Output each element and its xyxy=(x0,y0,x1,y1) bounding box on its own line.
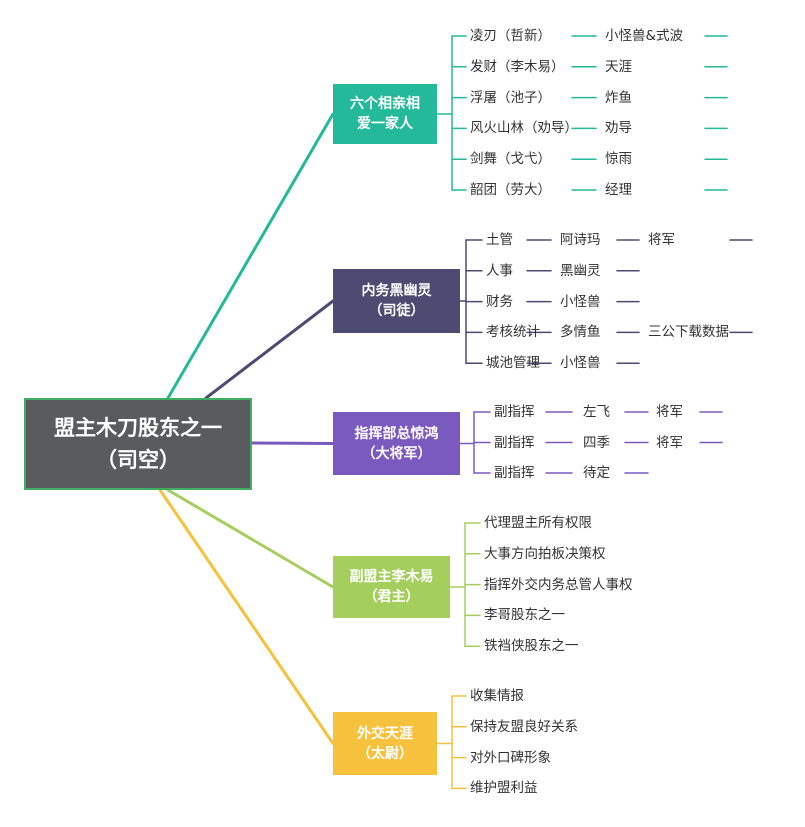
leaf-label[interactable]: 左飞 xyxy=(583,404,610,420)
leaf-label[interactable]: 副指挥 xyxy=(494,404,535,420)
root-branch-link xyxy=(166,488,335,589)
leaf-label[interactable]: 小怪兽&式波 xyxy=(605,28,684,44)
root-node-title: 盟主木刀股东之一 xyxy=(54,416,222,440)
branch-node-title: 外交天涯 xyxy=(357,725,413,742)
branch-node-subtitle: 爱一家人 xyxy=(357,116,413,132)
root-branch-link xyxy=(158,488,335,745)
branch-node-title: 指挥部总惊鸿 xyxy=(354,425,439,442)
branch-node-title: 副盟主李木易 xyxy=(349,569,434,585)
leaf-label[interactable]: 副指挥 xyxy=(494,465,535,481)
root-node[interactable]: 盟主木刀股东之一 （司空） xyxy=(24,398,252,490)
leaf-label[interactable]: 李哥股东之一 xyxy=(484,607,565,624)
branch-node-subtitle: （大将军） xyxy=(361,445,432,462)
leaf-label[interactable]: 天涯 xyxy=(605,58,632,75)
leaf-label[interactable]: 劝导 xyxy=(605,120,632,137)
leaf-label[interactable]: 经理 xyxy=(605,182,632,198)
leaf-label[interactable]: 剑舞（戈弋） xyxy=(470,151,551,168)
leaf-label[interactable]: 将军 xyxy=(656,404,683,420)
leaf-label[interactable]: 代理盟主所有权限 xyxy=(484,515,592,531)
leaf-label[interactable]: 浮屠（池子） xyxy=(470,89,551,106)
leaf-label[interactable]: 副指挥 xyxy=(494,434,535,451)
leaf-label[interactable]: 黑幽灵 xyxy=(560,262,601,279)
leaf-label[interactable]: 保持友盟良好关系 xyxy=(470,718,578,735)
leaf-label[interactable]: 炸鱼 xyxy=(605,89,632,106)
branch-node-subtitle: （君主） xyxy=(363,589,420,605)
leaf-label[interactable]: 小怪兽 xyxy=(560,293,601,310)
branch-node-family[interactable]: 六个相亲相 爱一家人 xyxy=(333,84,437,144)
branch-node-title: 六个相亲相 xyxy=(350,96,420,112)
leaf-label[interactable]: 多情鱼 xyxy=(560,324,601,341)
branch-node-internal-affairs[interactable]: 内务黑幽灵 （司徒） xyxy=(333,269,460,333)
root-node-subtitle: （司空） xyxy=(96,448,180,472)
leaf-label[interactable]: 考核统计 xyxy=(486,324,540,341)
leaf-label[interactable]: 土管 xyxy=(486,232,513,248)
root-branch-link xyxy=(166,112,335,400)
leaf-label[interactable]: 凌刃（哲新） xyxy=(470,28,551,44)
leaf-label[interactable]: 惊雨 xyxy=(605,151,632,168)
branch-node-command[interactable]: 指挥部总惊鸿 （大将军） xyxy=(333,412,460,475)
branch-node-title: 内务黑幽灵 xyxy=(361,283,432,299)
leaf-label[interactable]: 韶团（劳大） xyxy=(470,182,551,198)
leaf-label[interactable]: 铁裆侠股东之一 xyxy=(484,638,579,655)
leaf-label[interactable]: 三公下载数据 xyxy=(648,324,729,341)
branch-node-diplomacy[interactable]: 外交天涯 （太尉） xyxy=(333,712,437,775)
leaf-label[interactable]: 小怪兽 xyxy=(560,355,601,372)
root-branch-link xyxy=(204,299,335,400)
leaf-label[interactable]: 指挥外交内务总管人事权 xyxy=(484,576,633,593)
leaf-label[interactable]: 风火山林（劝导） xyxy=(470,120,578,137)
leaf-label[interactable]: 四季 xyxy=(583,434,610,451)
leaf-label[interactable]: 发财（李木易） xyxy=(470,58,565,75)
leaf-label[interactable]: 收集情报 xyxy=(470,688,524,704)
leaf-label[interactable]: 将军 xyxy=(648,232,675,248)
leaf-label[interactable]: 大事方向拍板决策权 xyxy=(484,545,606,562)
leaf-label[interactable]: 将军 xyxy=(656,434,683,451)
leaf-label[interactable]: 财务 xyxy=(486,293,513,310)
leaf-label[interactable]: 待定 xyxy=(583,465,610,481)
branch-node-vice-leader[interactable]: 副盟主李木易 （君主） xyxy=(333,556,450,618)
leaf-label[interactable]: 城池管理 xyxy=(486,355,540,372)
leaf-label[interactable]: 阿诗玛 xyxy=(560,232,601,248)
root-branch-link xyxy=(250,441,335,445)
branch-node-subtitle: （司徒） xyxy=(368,303,425,319)
leaf-label[interactable]: 人事 xyxy=(486,262,513,279)
branch-node-subtitle: （太尉） xyxy=(357,745,413,762)
leaf-label[interactable]: 维护盟利益 xyxy=(470,780,538,797)
leaf-label[interactable]: 对外口碑形象 xyxy=(470,749,551,766)
